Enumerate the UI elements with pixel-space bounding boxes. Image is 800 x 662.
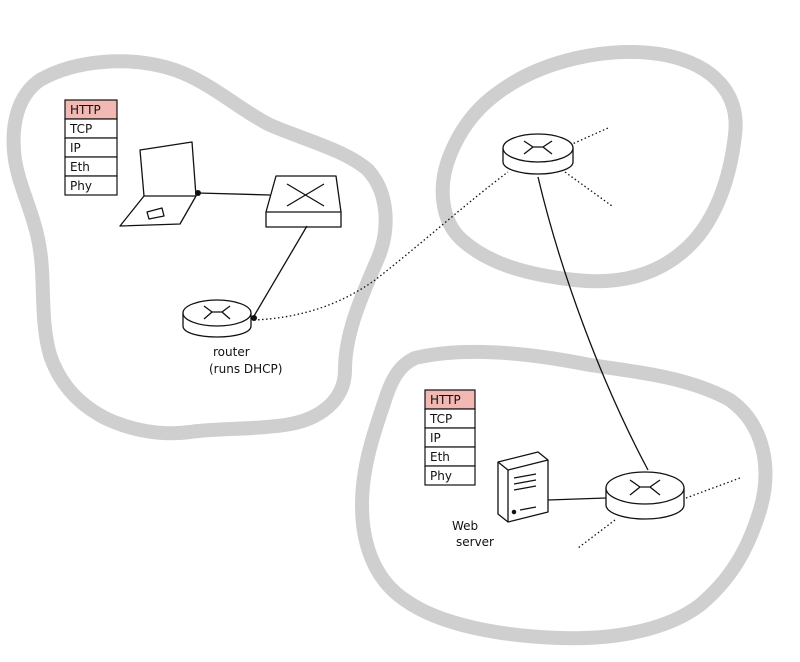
internet-router-stub-2 [564,171,613,207]
router-icon [182,299,252,338]
server-label-2: server [456,535,494,549]
internet-router-stub-1 [569,127,609,146]
server-router-link [547,497,607,501]
stack-layer-eth: Eth [430,450,450,464]
network-clouds [6,44,773,646]
laptop-switch-link [197,192,271,196]
links [197,127,741,549]
switch-router-link [253,225,308,317]
server-icon [497,451,549,523]
router-label-note: (runs DHCP) [209,362,282,376]
router-label: router [213,345,250,359]
stack-layer-box [424,465,476,486]
internet-cloud [435,44,743,289]
stack-layer-ip: IP [70,141,81,155]
stack-layer-tcp: TCP [429,412,452,426]
internet-router-icon [502,133,574,175]
stack-layer-ip: IP [430,431,441,445]
router-port-dot [251,315,257,321]
stack-layer-tcp: TCP [69,122,92,136]
server-router-stub-1 [685,477,741,499]
laptop-icon [119,141,197,227]
stack-layer-http: HTTP [430,393,461,407]
stack-layer-phy: Phy [70,179,92,193]
labels: router (runs DHCP) Web server [209,345,494,549]
router-internet-link [253,171,509,321]
switch-icon [265,175,342,228]
stack-layer-http: HTTP [70,103,101,117]
internet-backbone-link [537,176,649,471]
server-router-icon [605,471,685,520]
stack-layer-phy: Phy [430,469,452,483]
stack-layer-box [64,175,118,196]
stack-layer-eth: Eth [70,160,90,174]
server-label: Web [452,519,478,533]
server-router-stub-2 [577,519,616,549]
server-network-cloud [355,344,773,646]
home-network-cloud [6,54,393,441]
